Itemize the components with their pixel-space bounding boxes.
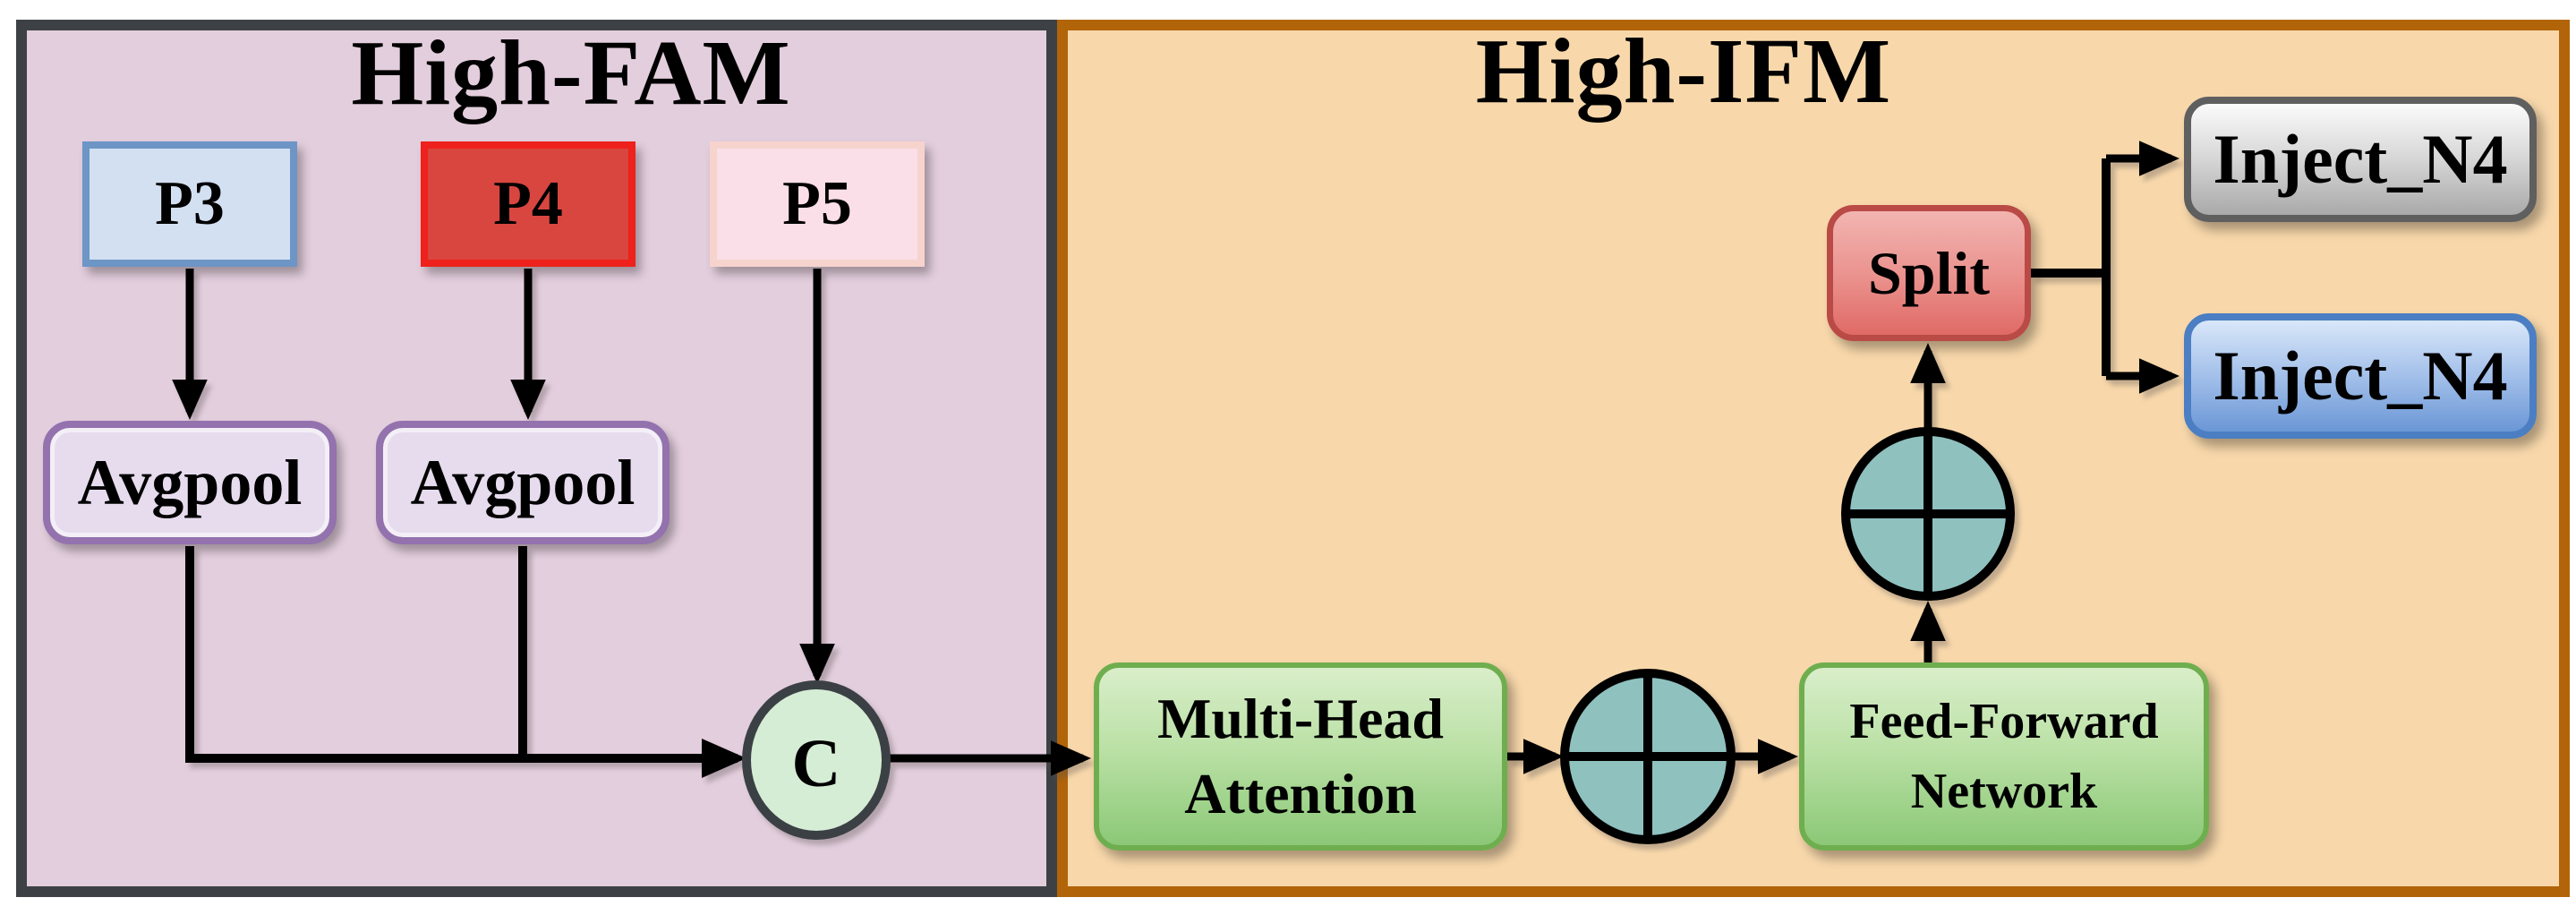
inject-n4-top-label: Inject_N4 [2213, 120, 2508, 198]
add-operator-2-icon [1841, 427, 2015, 601]
p5-label: P5 [782, 169, 852, 238]
avgpool-1-label: Avgpool [77, 446, 303, 518]
split-label: Split [1867, 238, 1991, 307]
ffn-label-line2: Network [1910, 764, 2098, 819]
ffn-label-line1: Feed-Forward [1849, 693, 2159, 749]
p4-node: P4 [421, 141, 635, 267]
p5-node: P5 [710, 141, 925, 267]
p3-label: P3 [155, 169, 225, 238]
mha-label-line1: Multi-Head [1157, 686, 1444, 750]
inject-n4-bottom-node: Inject_N4 [2184, 313, 2537, 439]
split-node: Split [1827, 205, 2031, 341]
multi-head-attention-node: Multi-Head Attention [1094, 662, 1507, 850]
feed-forward-network-node: Feed-Forward Network [1799, 662, 2209, 850]
avgpool-1-node: Avgpool [43, 421, 337, 544]
high-fam-title: High-FAM [351, 21, 791, 124]
add-operator-1-icon [1560, 669, 1736, 844]
inject-n4-bottom-label: Inject_N4 [2213, 337, 2508, 415]
mha-label-line2: Attention [1184, 762, 1417, 825]
p3-node: P3 [82, 141, 297, 267]
high-ifm-title: High-IFM [1475, 20, 1892, 123]
p4-label: P4 [493, 169, 563, 238]
avgpool-2-node: Avgpool [376, 421, 670, 544]
concat-node: C [742, 680, 891, 840]
wire-split-branch [2031, 158, 2111, 376]
avgpool-2-label: Avgpool [410, 446, 635, 518]
inject-n4-top-node: Inject_N4 [2184, 97, 2537, 222]
arrow-collector-concat [185, 546, 746, 778]
concat-label: C [792, 726, 841, 801]
